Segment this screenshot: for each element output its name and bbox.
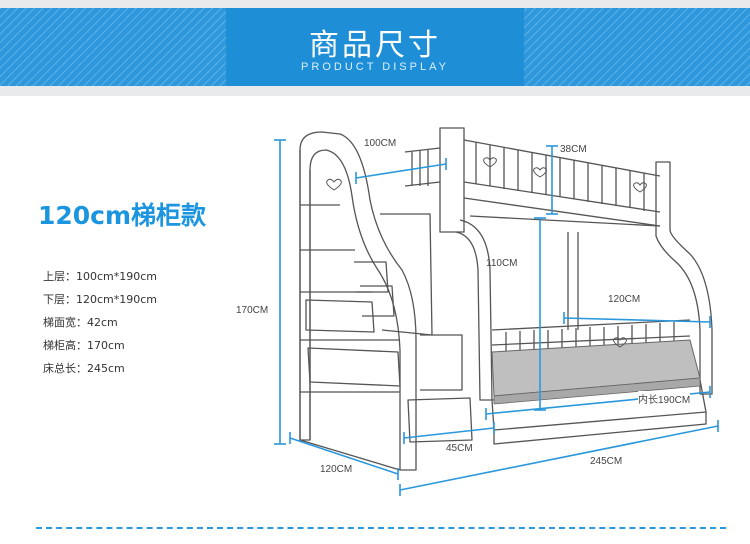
spec-list: 上层：100cm*190cm 下层：120cm*190cm 梯面宽：42cm 梯… — [43, 268, 157, 383]
model-title: 120cm梯柜款 — [38, 201, 207, 230]
header-banner: 商品尺寸 PRODUCT DISPLAY — [0, 0, 750, 96]
dim-rail-height: 38CM — [560, 144, 587, 155]
heart-decorations — [326, 157, 647, 348]
spec-total-length: 床总长：245cm — [43, 362, 125, 375]
page-title: 商品尺寸 — [309, 28, 441, 63]
dim-step-width: 45CM — [446, 443, 473, 454]
spec-stair-height: 梯柜高：170cm — [43, 339, 125, 352]
spec-upper-bed: 上层：100cm*190cm — [43, 270, 158, 283]
dim-total-height: 170CM — [236, 305, 269, 316]
page-subtitle: PRODUCT DISPLAY — [301, 61, 449, 73]
dim-inner-length: 内长190CM — [638, 391, 691, 406]
bed-outline — [299, 127, 713, 471]
dim-clearance: 110CM — [486, 258, 518, 269]
spec-lower-bed: 下层：120cm*190cm — [43, 293, 158, 306]
title-box: 商品尺寸 PRODUCT DISPLAY — [226, 8, 524, 86]
spec-step-width: 梯面宽：42cm — [43, 316, 118, 329]
dimension-lines — [274, 139, 719, 496]
dim-base-width: 120CM — [320, 464, 353, 475]
dim-lower-width: 120CM — [608, 294, 641, 305]
dim-total-length: 245CM — [590, 456, 623, 467]
dim-upper-width: 100CM — [364, 138, 397, 149]
footer-divider — [36, 527, 726, 529]
